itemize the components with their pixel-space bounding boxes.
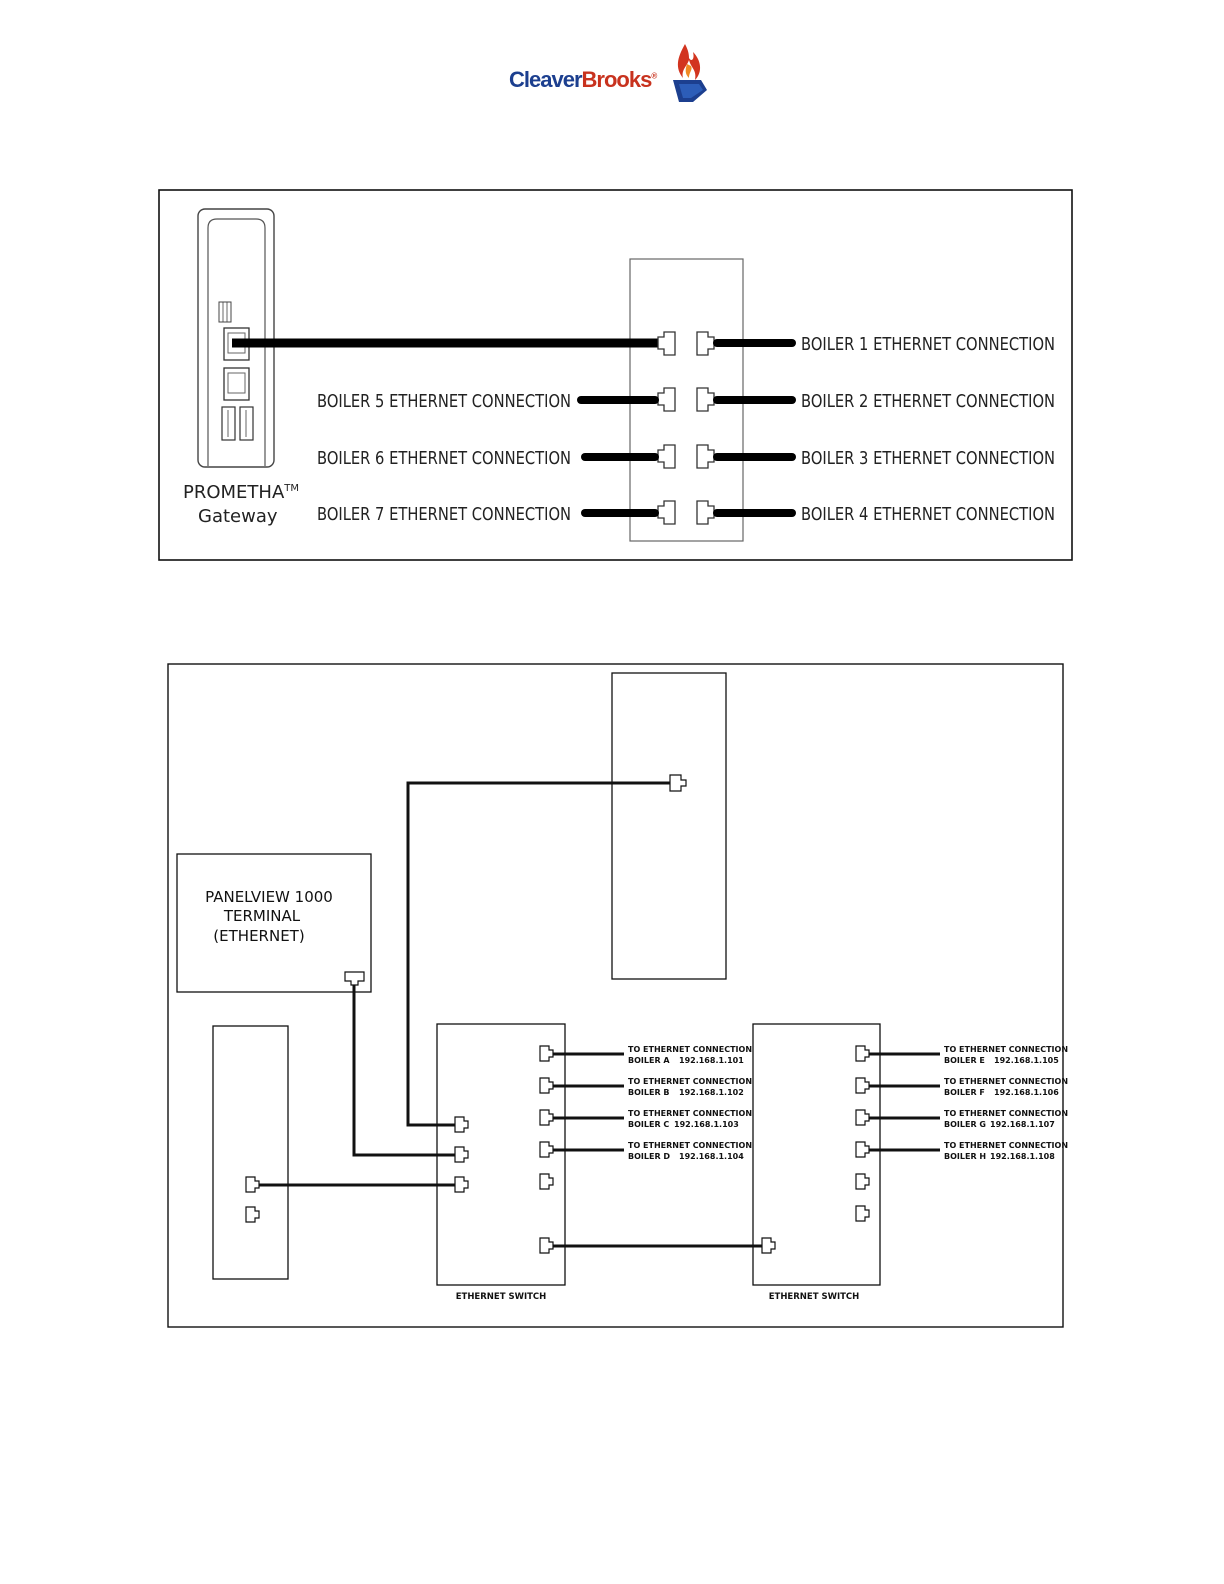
diagram-panelview-switches: PANELVIEW 1000 TERMINAL (ETHERNET) ETHER… [167,663,1068,1328]
switch2-ip-e: 192.168.1.105 [994,1056,1059,1065]
switch2-ip-h: 192.168.1.108 [990,1152,1055,1161]
switch2-uplink-port [761,1237,776,1254]
panelview-ethernet-port [344,971,365,986]
diagram1-frame [158,189,1073,561]
switch2-ip-g: 192.168.1.107 [990,1120,1055,1129]
gateway-label-line1: PROMETHATM [183,482,299,503]
switch1-ip-b: 192.168.1.102 [679,1088,744,1097]
switch1-ip-c: 192.168.1.103 [674,1120,739,1129]
switch2-boiler-e: BOILER E [944,1056,985,1065]
switch1-boiler-b: BOILER B [628,1088,669,1097]
cleaver-brooks-logo: CleaverBrooks® [505,40,715,110]
switch2-boiler-h: BOILER H [944,1152,986,1161]
boiler-3-label: BOILER 3 ETHERNET CONNECTION [801,448,1055,469]
diagram-gateway-switch: PROMETHATM Gateway [158,189,1073,561]
switch2-conn-heading-h: TO ETHERNET CONNECTION [944,1141,1068,1150]
switch1-conn-heading-a: TO ETHERNET CONNECTION [628,1045,752,1054]
left-device-port-2 [245,1206,260,1223]
switch1-boiler-a: BOILER A [628,1056,670,1065]
logo-wordmark: CleaverBrooks® [509,67,657,93]
switch2-output-ports [855,1045,870,1222]
boiler-1-label: BOILER 1 ETHERNET CONNECTION [801,334,1055,355]
prometha-gateway-device [197,208,275,468]
left-device-port-1 [245,1176,260,1193]
boiler-6-label: BOILER 6 ETHERNET CONNECTION [317,448,571,469]
logo-text-cleaver: Cleaver [509,67,583,92]
switch1-input-ports [454,1116,469,1193]
switch1-boiler-d: BOILER D [628,1152,670,1161]
switch1-label: ETHERNET SWITCH [456,1292,547,1302]
left-boiler-cables [577,396,659,517]
switch1-output-ports [539,1045,554,1254]
diagram2-cables [259,781,940,1248]
cable-top-device-to-switch1 [406,781,670,1127]
gateway-ethernet-port-2 [223,367,250,401]
switch2-ip-f: 192.168.1.106 [994,1088,1059,1097]
switch1-ip-d: 192.168.1.104 [679,1152,744,1161]
logo-registered-mark: ® [651,71,657,81]
flame-hand-icon [673,44,707,102]
cable-panelview-to-switch1 [352,985,455,1157]
switch-left-ports [657,331,676,525]
gateway-label-line2: Gateway [198,506,278,527]
top-device-port [669,774,687,792]
right-boiler-cables [713,339,796,517]
panelview-label-line3: (ETHERNET) [213,927,304,945]
boiler-5-label: BOILER 5 ETHERNET CONNECTION [317,391,571,412]
switch2-conn-heading-e: TO ETHERNET CONNECTION [944,1045,1068,1054]
gateway-usb-port-2 [239,406,254,441]
switch1-conn-heading-c: TO ETHERNET CONNECTION [628,1109,752,1118]
top-device-box [611,672,727,980]
switch1-conn-heading-b: TO ETHERNET CONNECTION [628,1077,752,1086]
boiler-4-label: BOILER 4 ETHERNET CONNECTION [801,504,1055,525]
switch2-boiler-g: BOILER G [944,1120,986,1129]
switch1-boiler-c: BOILER C [628,1120,669,1129]
switch2-boiler-f: BOILER F [944,1088,985,1097]
switch2-conn-heading-f: TO ETHERNET CONNECTION [944,1077,1068,1086]
boiler-2-label: BOILER 2 ETHERNET CONNECTION [801,391,1055,412]
switch1-ip-a: 192.168.1.101 [679,1056,744,1065]
panelview-label-line2: TERMINAL [223,907,301,925]
diagram2-frame [167,663,1064,1328]
logo-text-brooks: Brooks [581,67,653,92]
switch2-conn-heading-g: TO ETHERNET CONNECTION [944,1109,1068,1118]
boiler-7-label: BOILER 7 ETHERNET CONNECTION [317,504,571,525]
switch1-conn-heading-d: TO ETHERNET CONNECTION [628,1141,752,1150]
panelview-label-line1: PANELVIEW 1000 [205,888,333,906]
ethernet-switch-2 [752,1023,881,1286]
switch2-label: ETHERNET SWITCH [769,1292,860,1302]
panelview-terminal [176,853,372,993]
left-device-box [212,1025,289,1280]
switch-right-ports [696,331,715,525]
gateway-usb-port-1 [221,406,236,441]
